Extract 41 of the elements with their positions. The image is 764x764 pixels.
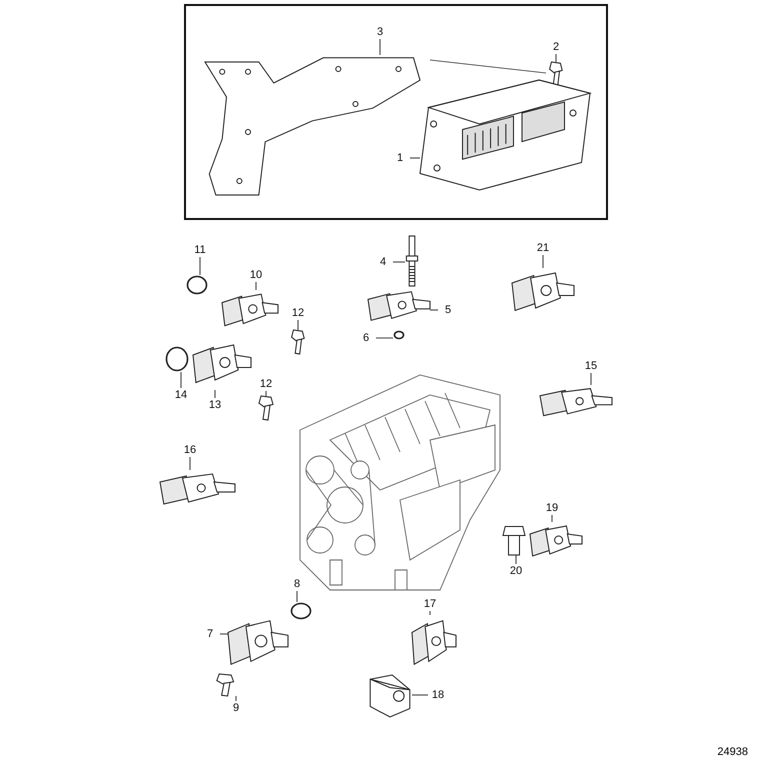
leader-line <box>296 590 298 602</box>
callout-number: 13 <box>205 398 225 412</box>
bolt-drawing <box>546 62 564 86</box>
leader-line <box>590 372 592 386</box>
control-unit-drawing <box>420 80 590 190</box>
callout-number: 2 <box>546 40 566 54</box>
callout-number: 7 <box>200 627 220 641</box>
callout-number: 18 <box>428 688 448 702</box>
bolt-drawing <box>288 330 306 354</box>
callout-number: 12 <box>288 306 308 320</box>
callout-number: 14 <box>171 388 191 402</box>
fitting-drawing <box>503 525 525 555</box>
leader-line <box>180 372 182 388</box>
callout-number: 5 <box>438 303 458 317</box>
callout-number: 1 <box>390 151 410 165</box>
callout-number: 9 <box>226 701 246 715</box>
adapter-drawing <box>368 675 412 717</box>
leader-line <box>214 390 216 398</box>
callout-number: 20 <box>506 564 526 578</box>
parts-frame <box>184 4 608 220</box>
o-ring-drawing <box>165 346 189 372</box>
callout-number: 10 <box>246 268 266 282</box>
o-ring-drawing <box>186 275 208 295</box>
leader-line <box>542 254 544 268</box>
callout-number: 21 <box>533 241 553 255</box>
o-ring-drawing <box>393 330 405 340</box>
callout-number: 3 <box>370 25 390 39</box>
o-ring-drawing <box>290 602 312 620</box>
leader-line <box>412 694 428 696</box>
stud-drawing <box>405 236 419 286</box>
callout-number: 15 <box>581 359 601 373</box>
bracket-drawing <box>205 55 420 195</box>
callout-number: 6 <box>356 331 376 345</box>
callout-number: 19 <box>542 501 562 515</box>
callout-number: 17 <box>420 597 440 611</box>
callout-number: 11 <box>190 243 210 257</box>
callout-number: 12 <box>256 377 276 391</box>
drawing-number: 24938 <box>717 745 748 759</box>
callout-number: 16 <box>180 443 200 457</box>
callout-number: 8 <box>287 577 307 591</box>
callout-number: 4 <box>373 255 393 269</box>
